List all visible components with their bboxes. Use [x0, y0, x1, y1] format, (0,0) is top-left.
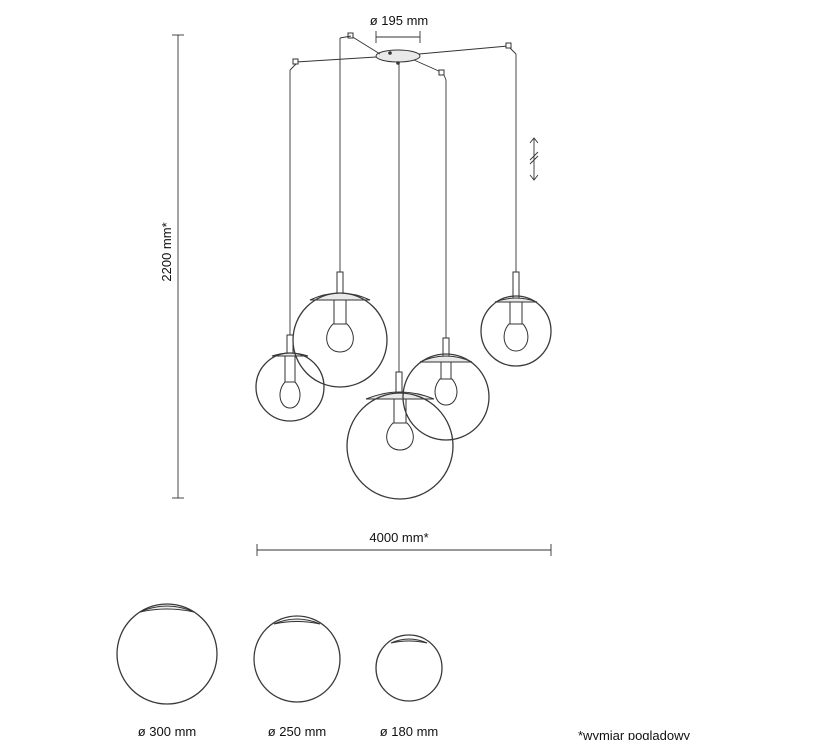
- pendant-large-center: [346, 371, 454, 500]
- suspension-cables: [289, 32, 517, 372]
- canopy-diameter-label: ø 195 mm: [370, 13, 429, 28]
- footnote: *wymiar poglądowy: [578, 728, 690, 740]
- adjustable-height-icon: [529, 137, 539, 181]
- shade-300: ø 300 mm: [116, 603, 218, 739]
- shade-250: ø 250 mm: [253, 615, 341, 739]
- ceiling-canopy: [375, 49, 421, 65]
- width-label: 4000 mm*: [369, 530, 428, 545]
- shade-180-label: ø 180 mm: [380, 724, 439, 739]
- pendant-small-left: [255, 334, 325, 422]
- height-dimension: 2200 mm*: [159, 34, 184, 499]
- pendant-small-right: [480, 271, 552, 367]
- shade-300-label: ø 300 mm: [138, 724, 197, 739]
- pendant-medium-left: [292, 271, 388, 388]
- canopy-dimension: ø 195 mm: [370, 13, 429, 43]
- height-label: 2200 mm*: [159, 222, 174, 281]
- shade-180: ø 180 mm: [375, 634, 443, 739]
- width-dimension: 4000 mm*: [256, 530, 552, 556]
- shade-250-label: ø 250 mm: [268, 724, 327, 739]
- pendant-medium-right: [402, 337, 490, 441]
